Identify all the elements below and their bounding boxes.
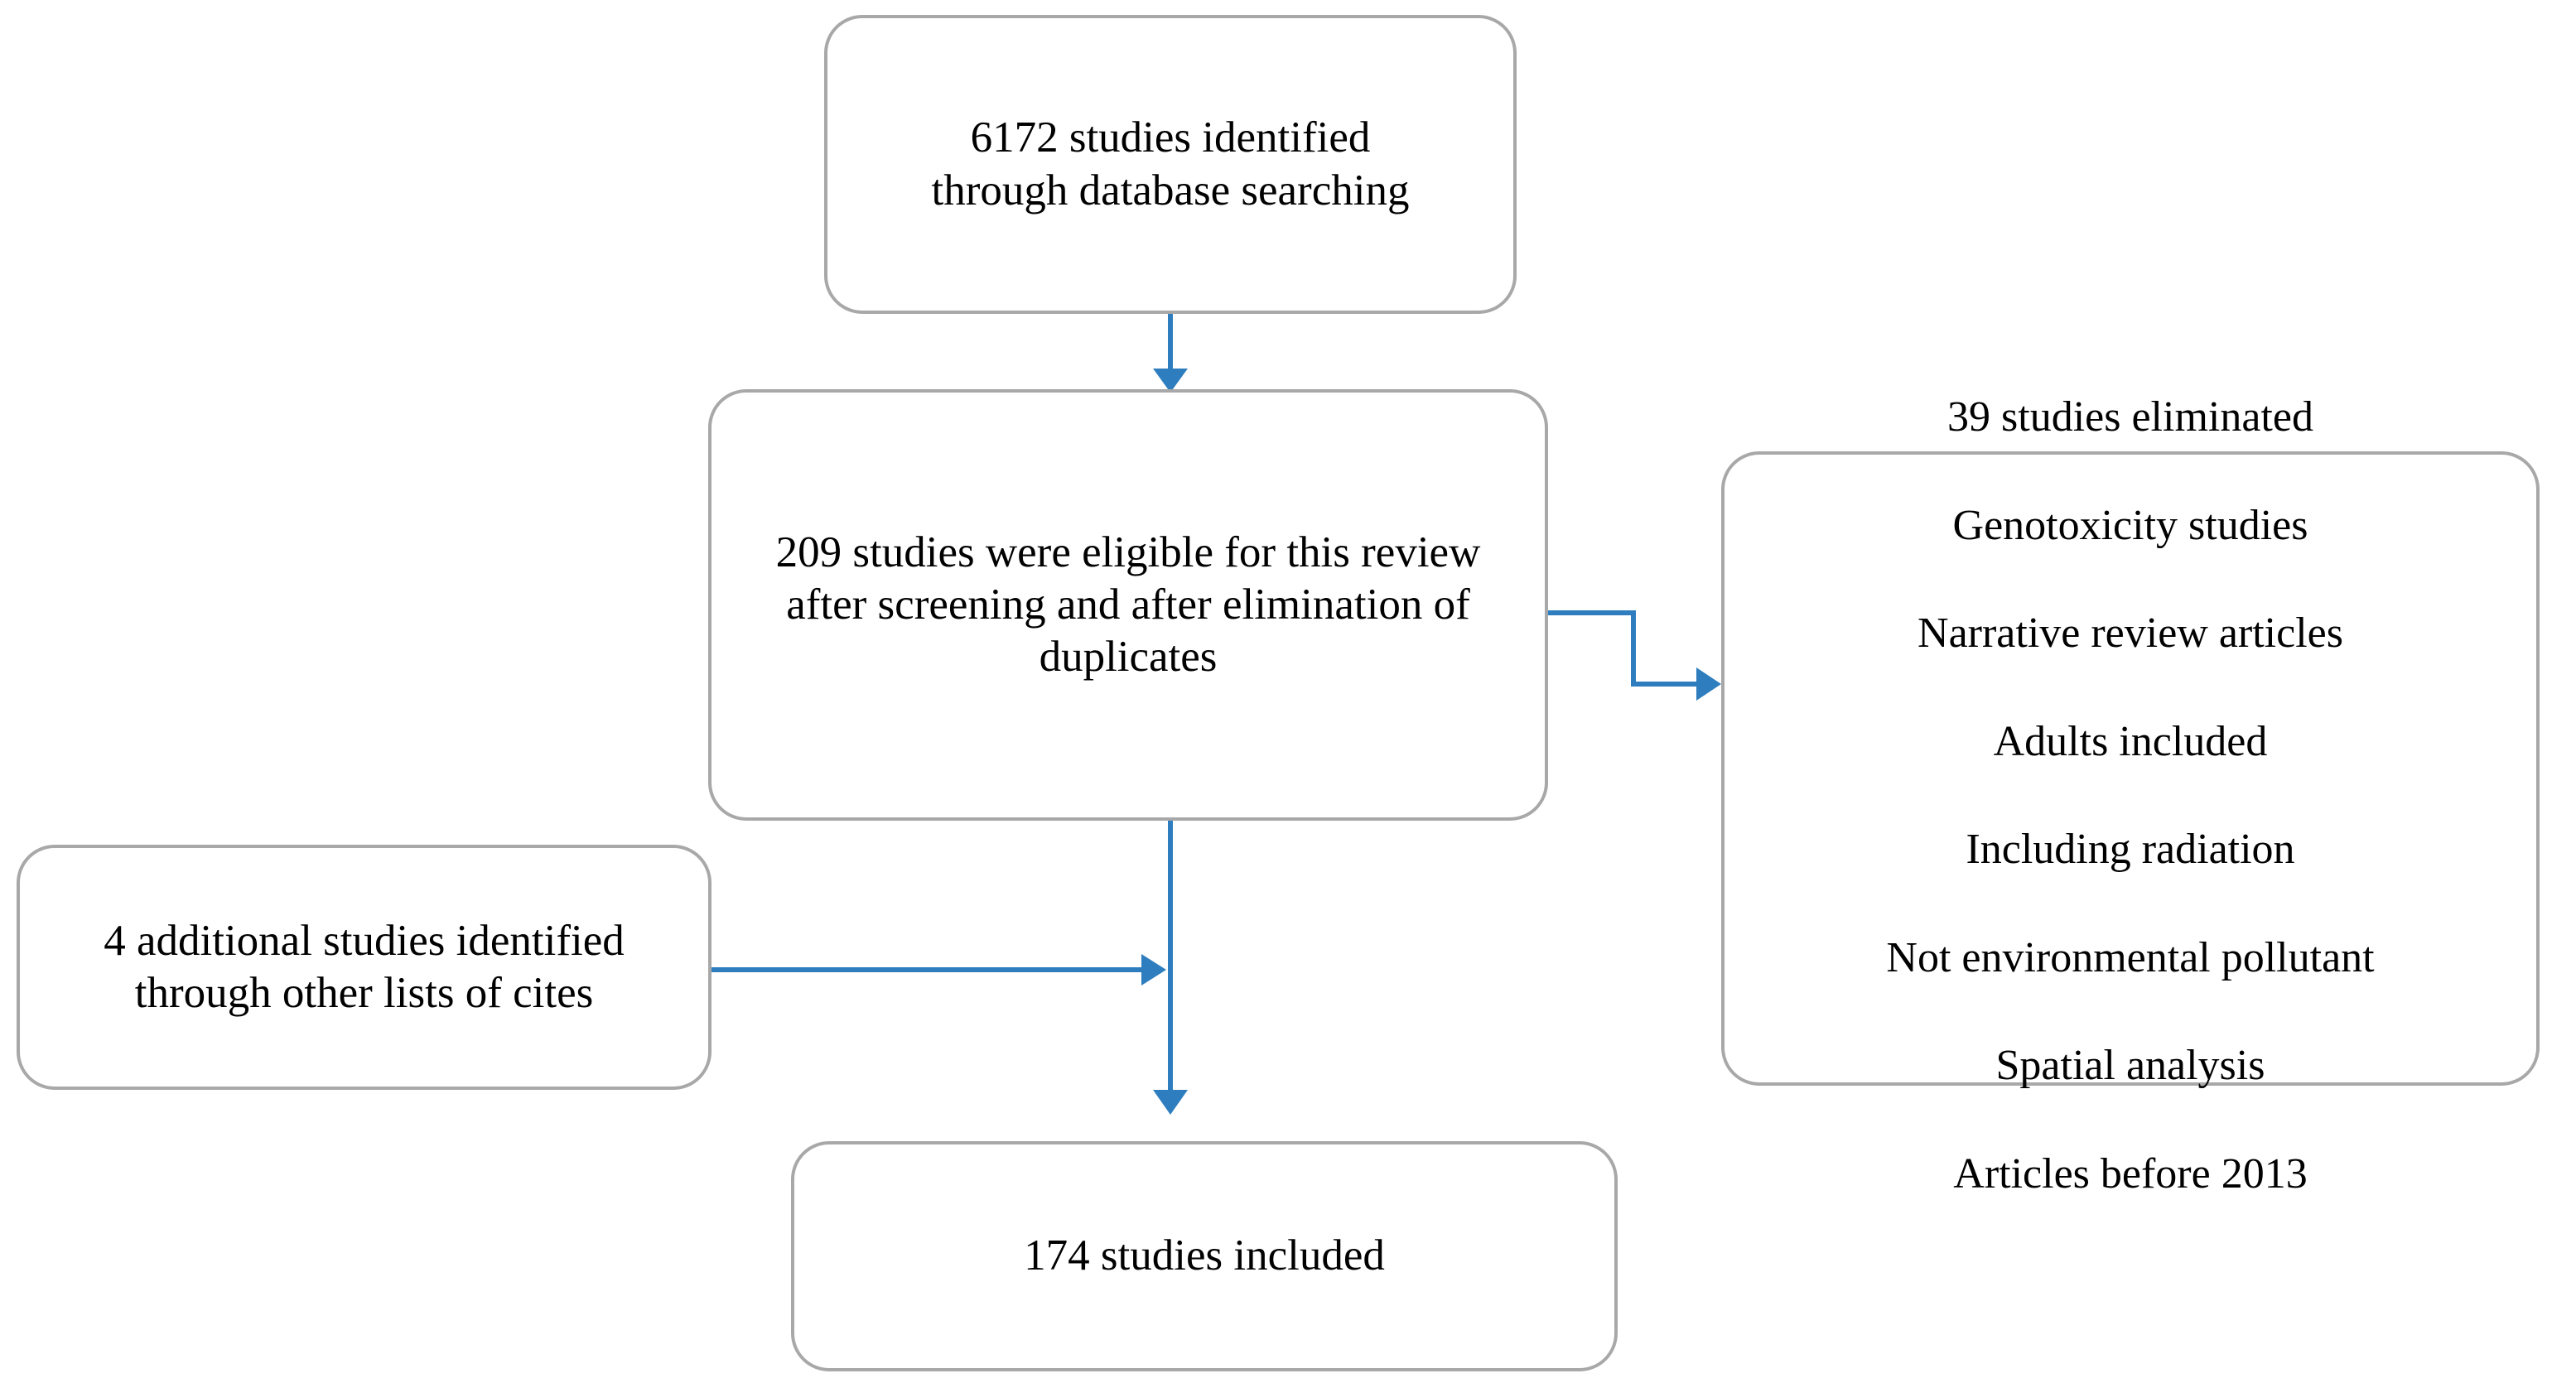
eliminated-line: Narrative review articles: [1918, 610, 2343, 658]
eliminated-line: Spatial analysis: [1995, 1042, 2265, 1090]
node-studies-identified-label: 6172 studies identified through database…: [931, 113, 1410, 214]
node-studies-included: 174 studies included: [791, 1141, 1618, 1371]
arrowhead-right-icon: [1141, 954, 1166, 985]
node-studies-eliminated: 39 studies eliminated Genotoxicity studi…: [1721, 393, 2540, 1197]
eliminated-line: Adults included: [1993, 717, 2268, 765]
connector-eligible-to-included: [1135, 817, 1209, 1148]
connector-additional-to-trunk: [706, 944, 1186, 999]
node-studies-eligible-label: 209 studies were eligible for this revie…: [775, 528, 1481, 682]
connector-eligible-to-excluded: [1541, 590, 1739, 714]
node-studies-eligible: 209 studies were eligible for this revie…: [708, 389, 1548, 821]
node-studies-identified: 6172 studies identified through database…: [824, 15, 1517, 314]
node-additional-studies-label: 4 additional studies identified through …: [104, 916, 625, 1017]
eliminated-line: Articles before 2013: [1953, 1149, 2308, 1197]
eliminated-line: Genotoxicity studies: [1952, 501, 2308, 549]
arrowhead-right-icon: [1696, 667, 1721, 701]
node-studies-included-label: 174 studies included: [1024, 1231, 1385, 1280]
eliminated-line: Including radiation: [1966, 826, 2295, 874]
connector-elbow-line: [1544, 610, 1703, 687]
node-additional-studies: 4 additional studies identified through …: [17, 845, 712, 1090]
node-studies-eliminated-reason-list: 39 studies eliminated Genotoxicity studi…: [1725, 336, 2536, 1201]
connector-identified-to-eligible: [1135, 310, 1209, 401]
eliminated-line: 39 studies eliminated: [1947, 393, 2313, 441]
eliminated-line: Not environmental pollutant: [1886, 933, 2375, 981]
arrowhead-down-icon: [1153, 1090, 1188, 1115]
